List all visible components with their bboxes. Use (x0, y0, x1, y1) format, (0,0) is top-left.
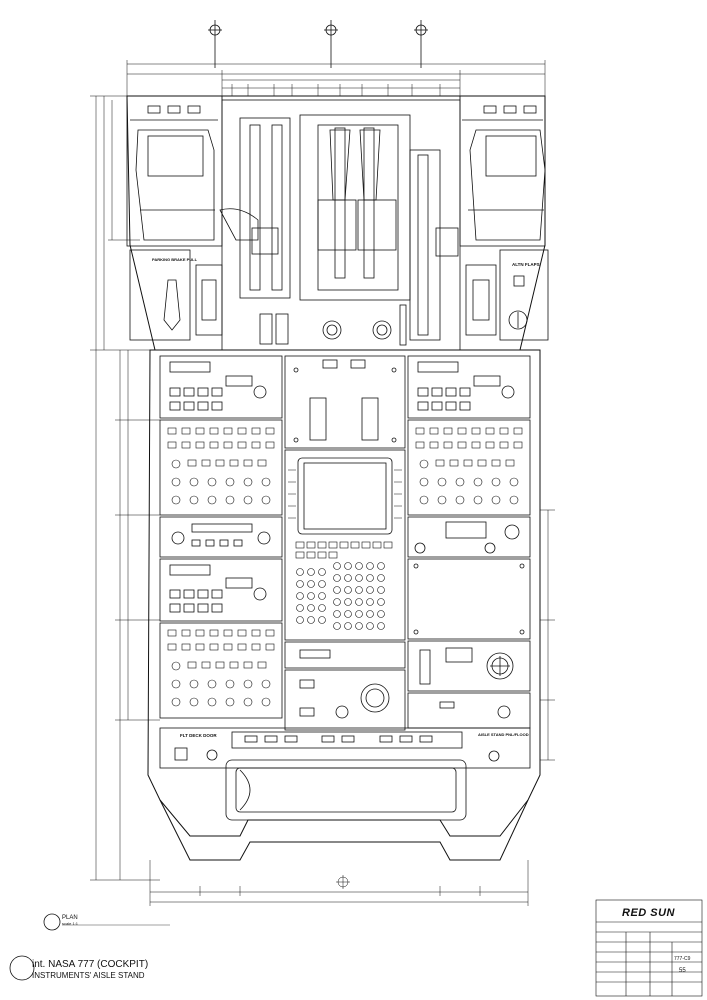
aisle-stand-flood-label: AISLE STAND PNL/FLOOD (478, 732, 529, 737)
right-transponder-panel (407, 516, 531, 558)
left-upper-radio-panel (159, 355, 283, 419)
right-upper-radio-panel (407, 355, 531, 419)
parking-brake-panel (129, 249, 223, 341)
top-dimension-lines (126, 60, 546, 100)
right-weather-radar-panel (407, 640, 531, 692)
title-block-page: 55 (679, 968, 686, 974)
parking-brake-label: PARKING BRAKE PULL (152, 257, 198, 262)
bottom-dimension-lines (149, 860, 529, 906)
stand-outline (126, 95, 546, 861)
alth-flaps-label: ALTN FLAPS (512, 262, 540, 267)
right-pedal-unit (459, 95, 546, 247)
left-dimension-lines (90, 95, 160, 881)
left-audio-panel-1 (159, 419, 283, 516)
left-pedal-unit (126, 95, 223, 247)
throttle-quadrant (219, 99, 461, 351)
right-blank-panel (407, 558, 531, 640)
reference-markers-top (208, 20, 428, 68)
center-switch-panel (284, 355, 406, 449)
right-dimension-lines (540, 509, 555, 761)
plan-scale: scale 1:1 (62, 921, 79, 926)
cdu-unit (284, 449, 406, 641)
right-audio-panel (407, 419, 531, 516)
title-block-brand: RED SUN (622, 907, 676, 919)
stowage-tray (225, 759, 467, 821)
left-vhf-panel (159, 516, 283, 558)
plan-label: PLAN (62, 915, 78, 921)
right-lower-panel (407, 692, 531, 729)
flt-deck-door-label: FLT DECK DOOR (180, 733, 217, 738)
project-subtitle: INSTRUMENTS' AISLE STAND (32, 971, 145, 980)
title-block (595, 899, 703, 997)
left-audio-panel-2 (159, 622, 283, 719)
left-lower-radio-panel (159, 558, 283, 622)
plan-marker (9, 913, 170, 981)
title-block-sheet-code: 777-C9 (674, 956, 691, 962)
alternate-flaps-panel (465, 249, 549, 341)
project-title: int. NASA 777 (COCKPIT) (32, 959, 149, 970)
center-lower-panel (284, 641, 406, 731)
